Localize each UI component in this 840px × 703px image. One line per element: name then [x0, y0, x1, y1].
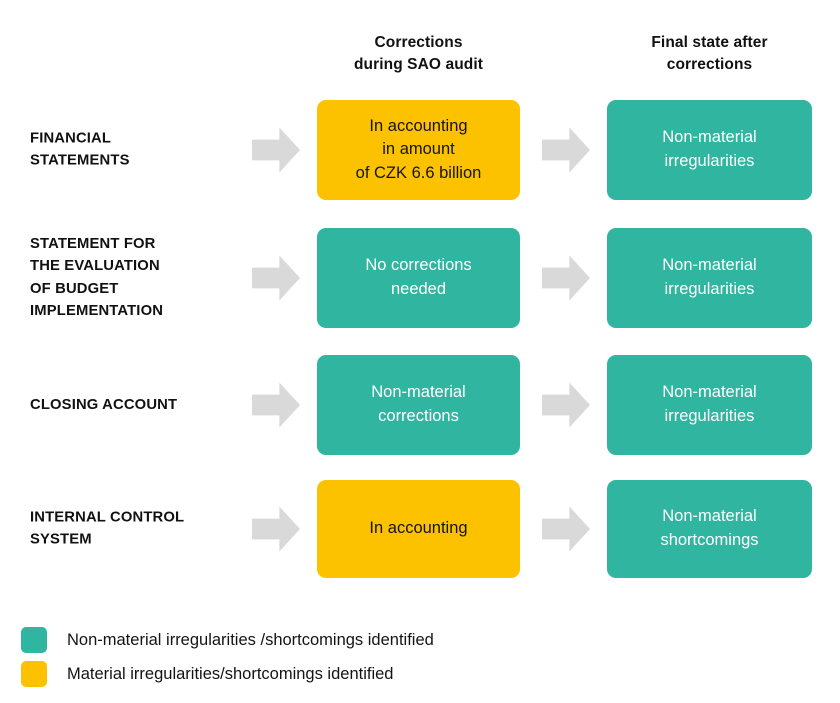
corrections-cell: In accounting	[317, 480, 520, 578]
row-label-line: STATEMENTS	[30, 153, 130, 169]
legend-item-non-material: Non-material irregularities /shortcoming…	[21, 623, 581, 657]
cell-text-line: in amount	[382, 140, 455, 159]
row-label-line: IMPLEMENTATION	[30, 303, 164, 320]
legend-label-non-material: Non-material irregularities /shortcoming…	[67, 630, 434, 649]
cell-text-line: irregularities	[664, 407, 755, 425]
matrix-row: INTERNAL CONTROL SYSTEM In accounting No…	[0, 480, 840, 578]
column-header-corrections: Corrections during SAO audit	[317, 32, 520, 76]
cell-text-line: Non-material	[662, 507, 757, 526]
row-label-line: INTERNAL CONTROL	[30, 509, 185, 526]
row-label-line: FINANCIAL	[30, 130, 112, 147]
matrix-row: FINANCIAL STATEMENTS In accounting in am…	[0, 100, 840, 200]
arrow-right-icon	[542, 382, 590, 428]
matrix-row: CLOSING ACCOUNT Non-material corrections…	[0, 355, 840, 455]
row-label-statement-budget-implementation: STATEMENT FOR THE EVALUATION OF BUDGET I…	[30, 233, 248, 323]
cell-text-line: irregularities	[664, 280, 755, 298]
row-label-line: OF BUDGET	[30, 281, 119, 297]
legend: Non-material irregularities /shortcoming…	[21, 623, 581, 691]
cell-text-line: Non-material	[662, 256, 757, 275]
legend-swatch-material	[21, 661, 47, 687]
cell-text-line: Non-material	[662, 128, 757, 147]
legend-swatch-non-material	[21, 627, 47, 653]
row-label-internal-control-system: INTERNAL CONTROL SYSTEM	[30, 507, 248, 552]
arrow-right-icon	[542, 255, 590, 301]
legend-item-material: Material irregularities/shortcomings ide…	[21, 657, 581, 691]
cell-text-line: shortcomings	[660, 531, 759, 549]
final-state-cell: Non-material irregularities	[607, 228, 812, 328]
cell-text-line: needed	[390, 280, 447, 298]
cell-text-line: In accounting	[369, 519, 468, 538]
arrow-right-icon	[252, 382, 300, 428]
matrix-row: STATEMENT FOR THE EVALUATION OF BUDGET I…	[0, 228, 840, 328]
column-header-final-state-line2: corrections	[666, 56, 753, 73]
corrections-cell: No corrections needed	[317, 228, 520, 328]
column-header-final-state: Final state after corrections	[607, 32, 812, 76]
row-label-line: STATEMENT FOR	[30, 236, 156, 253]
column-header-final-state-line1: Final state after	[651, 34, 768, 51]
arrow-right-icon	[542, 127, 590, 173]
cell-text-line: corrections	[378, 407, 459, 425]
row-label-line: THE EVALUATION	[30, 258, 160, 275]
final-state-cell: Non-material irregularities	[607, 355, 812, 455]
legend-label-material: Material irregularities/shortcomings ide…	[67, 664, 394, 683]
column-header-corrections-line1: Corrections	[374, 34, 463, 51]
row-label-line: SYSTEM	[30, 532, 92, 548]
final-state-cell: Non-material irregularities	[607, 100, 812, 200]
arrow-right-icon	[252, 255, 300, 301]
arrow-right-icon	[252, 127, 300, 173]
corrections-cell: In accounting in amount of CZK 6.6 billi…	[317, 100, 520, 200]
cell-text-line: Non-material	[662, 383, 757, 402]
row-label-line: CLOSING ACCOUNT	[30, 396, 178, 413]
row-label-closing-account: CLOSING ACCOUNT	[30, 394, 248, 416]
arrow-right-icon	[252, 506, 300, 552]
final-state-cell: Non-material shortcomings	[607, 480, 812, 578]
cell-text-line: irregularities	[664, 152, 755, 170]
cell-text-line: In accounting	[369, 116, 468, 135]
row-label-financial-statements: FINANCIAL STATEMENTS	[30, 128, 248, 173]
cell-text-line: Non-material	[371, 383, 466, 402]
arrow-right-icon	[542, 506, 590, 552]
cell-text-line: No corrections	[365, 256, 472, 275]
column-header-corrections-line2: during SAO audit	[353, 56, 484, 73]
corrections-cell: Non-material corrections	[317, 355, 520, 455]
cell-text-line: of CZK 6.6 billion	[355, 163, 482, 182]
